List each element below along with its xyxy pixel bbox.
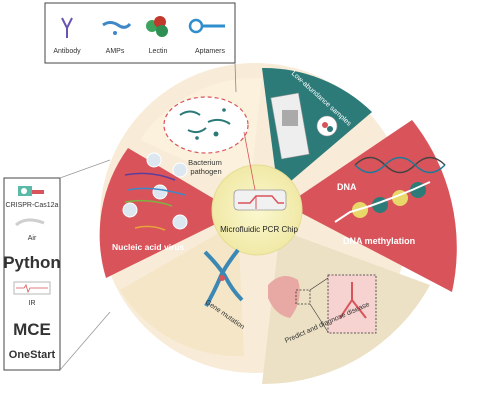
label-nucleic-acid: Nucleic acid virus — [112, 242, 185, 252]
label-dna-methylation: DNA methylation — [343, 236, 415, 246]
label-air: Air — [28, 235, 37, 242]
label-crispr: CRISPR-Cas12a — [6, 202, 59, 209]
label-amps: AMPs — [106, 48, 125, 55]
label-lectin: Lectin — [149, 48, 168, 55]
center-label: Microfluidic PCR Chip — [220, 225, 298, 234]
label-bacterium-line1: Bacterium — [188, 158, 222, 167]
label-ir: IR — [29, 300, 36, 307]
ir-icon — [13, 281, 51, 295]
antibody-icon — [61, 17, 73, 38]
label-bacterium-line2: pathogen — [190, 167, 221, 176]
dna-content: DNA DNA methylation — [334, 156, 446, 246]
left-box: CRISPR-Cas12a Air Python IR MCE OneStart — [3, 159, 111, 371]
crispr-device-icon — [18, 186, 44, 196]
label-bacterium: Bacterium pathogen — [188, 158, 224, 176]
label-mce: MCE — [13, 320, 51, 339]
lectin-icon — [146, 16, 168, 37]
amps-icon — [102, 21, 132, 35]
label-dna: DNA — [337, 182, 357, 192]
label-python: Python — [3, 253, 61, 272]
air-icon — [14, 218, 45, 227]
label-onestart: OneStart — [9, 349, 56, 361]
chip-icon — [233, 189, 287, 211]
label-antibody: Antibody — [53, 48, 81, 55]
nucleosome-icon — [352, 182, 426, 218]
nucleic-acid-content: Nucleic acid virus — [112, 152, 188, 252]
bacterium-group: Bacterium pathogen — [163, 96, 256, 191]
top-connector — [234, 62, 237, 93]
segment-gene-mutation — [120, 222, 244, 357]
top-box: Antibody AMPs Lectin Aptamers — [44, 2, 236, 64]
label-aptamers: Aptamers — [195, 48, 225, 55]
segment-nucleic-acid — [99, 148, 238, 278]
aptamers-icon — [188, 18, 225, 34]
